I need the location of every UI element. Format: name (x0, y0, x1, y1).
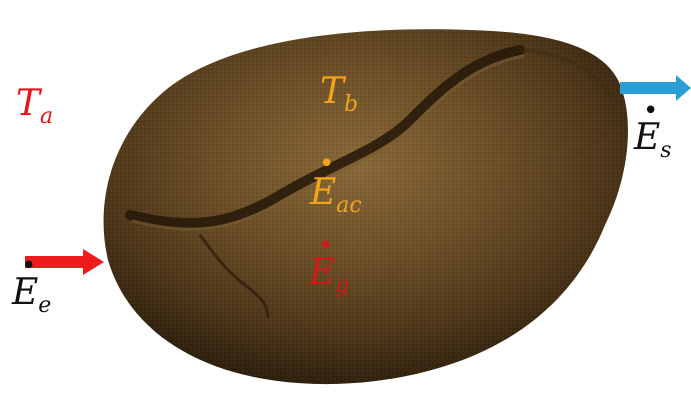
time-derivative-dot: • (318, 233, 333, 259)
time-derivative-dot: • (319, 151, 334, 177)
bean-temperature-label: Tb (320, 74, 358, 110)
ambient-temperature-subscript: a (40, 104, 53, 129)
coffee-bean-icon (104, 29, 628, 384)
accumulated-energy-label: • Eac (310, 175, 362, 211)
bean-temperature-symbol: T (320, 71, 344, 112)
bean-temperature-subscript: b (344, 92, 358, 117)
leaving-energy-label: • Es (634, 120, 672, 156)
generated-energy-subscript: g (335, 273, 349, 298)
entering-energy-label: • Ee (12, 275, 51, 311)
ambient-temperature-symbol: T (16, 83, 40, 124)
time-derivative-dot: • (643, 98, 658, 124)
ambient-temperature-label: Ta (16, 86, 53, 122)
generated-energy-label: • Eg (309, 255, 349, 291)
leaving-energy-subscript: s (660, 138, 671, 163)
accumulated-energy-subscript: ac (336, 193, 361, 218)
time-derivative-dot: • (21, 253, 36, 279)
entering-energy-subscript: e (38, 293, 51, 318)
